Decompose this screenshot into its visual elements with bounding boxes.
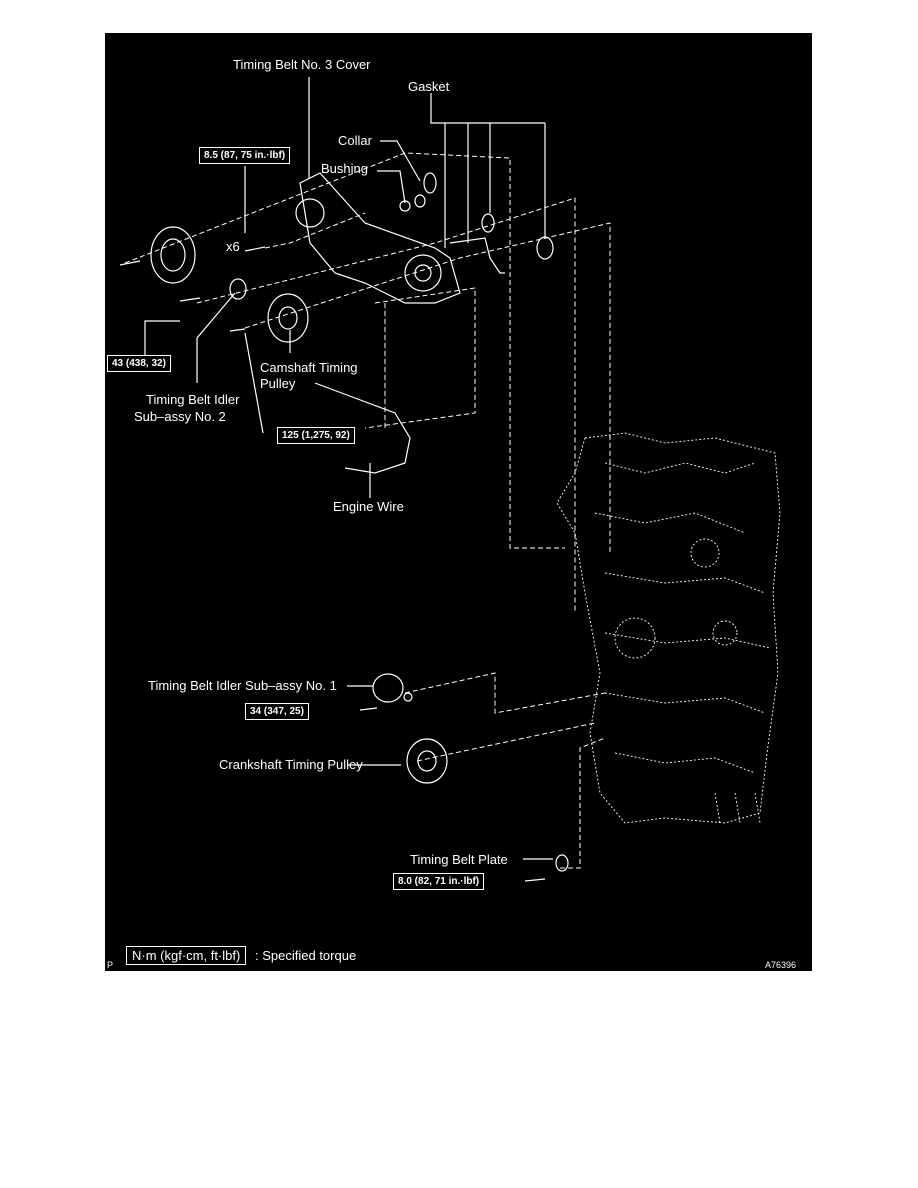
torque-plate-bolt: 8.0 (82, 71 in.·lbf)	[393, 873, 485, 890]
label-engine-wire: Engine Wire	[333, 499, 404, 514]
leader-idler2	[196, 292, 236, 383]
label-bushing: Bushing	[321, 161, 368, 176]
label-idler2-line1: Timing Belt Idler	[146, 392, 240, 407]
cover-shape	[299, 172, 461, 304]
label-x6: x6	[226, 239, 240, 254]
label-crank-pulley: Crankshaft Timing Pulley	[219, 757, 363, 772]
footer-left: P	[107, 960, 114, 970]
leader-bushing	[377, 170, 406, 204]
label-camshaft-pulley-line2: Pulley	[260, 376, 296, 391]
label-gasket: Gasket	[408, 79, 450, 94]
leader-idler2-torque	[144, 320, 180, 355]
torque-cover-bolt: 8.5 (87, 75 in.·lbf)	[199, 147, 291, 164]
diagram-drawing	[119, 77, 781, 882]
label-idler1: Timing Belt Idler Sub–assy No. 1	[148, 678, 337, 693]
legend-unit-box: N·m (kgf·cm, ft·lbf)	[126, 946, 247, 965]
leader-cam-torque	[244, 332, 264, 434]
footer-right: A76396	[765, 960, 797, 970]
diagram-panel: Timing Belt No. 3 Cover Gasket Collar Bu…	[105, 33, 812, 971]
label-collar: Collar	[338, 133, 372, 148]
torque-idler2-bolt: 43 (438, 32)	[107, 355, 171, 372]
torque-idler1-bolt: 34 (347, 25)	[245, 703, 309, 720]
label-camshaft-pulley-line1: Camshaft Timing	[260, 360, 358, 375]
label-cover: Timing Belt No. 3 Cover	[233, 57, 371, 72]
leader-collar	[380, 140, 421, 182]
leader-gasket	[430, 93, 545, 124]
label-idler2-line2: Sub–assy No. 2	[134, 409, 226, 424]
label-belt-plate: Timing Belt Plate	[410, 852, 508, 867]
legend-text: : Specified torque	[255, 948, 357, 963]
torque-cam-bolt: 125 (1,275, 92)	[277, 427, 355, 444]
